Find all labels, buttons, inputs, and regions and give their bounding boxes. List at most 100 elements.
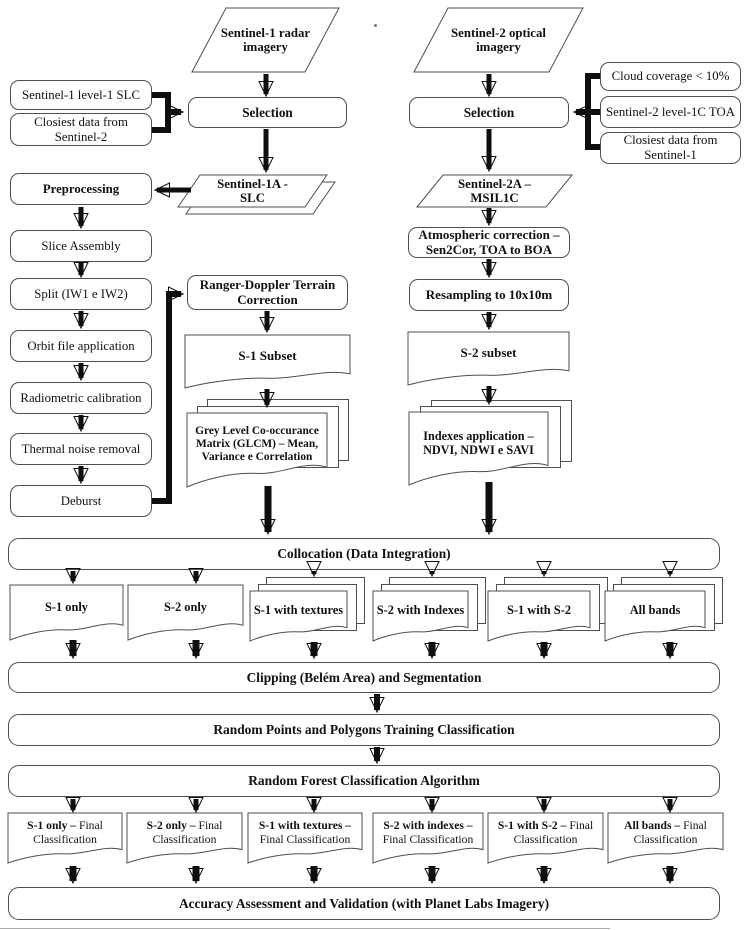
s2-source-label: Sentinel-2 optical imagery — [451, 25, 546, 54]
s2-source-parallelogram: Sentinel-2 optical imagery — [413, 7, 584, 73]
document-outline — [185, 335, 350, 388]
document-shape — [408, 332, 569, 385]
final-label: All bands – Final Classification — [624, 819, 707, 846]
glcm-document: Grey Level Co-occurance Matrix (GLCM) – … — [187, 413, 327, 487]
document-outline — [488, 813, 603, 863]
selection-label: Selection — [463, 104, 515, 120]
document-outline — [127, 813, 242, 863]
criterion-label: Cloud coverage < 10% — [611, 69, 730, 84]
box-label: Ranger-Doppler Terrain Correction — [199, 276, 336, 307]
combo-label: S-1 with S-2 — [506, 603, 572, 618]
document-outline — [250, 591, 347, 641]
s1-source-parallelogram: Sentinel-1 radar imagery — [191, 7, 340, 73]
s2-product-label: Sentinel-2A – MSIL1C — [458, 176, 531, 205]
step-deburst: Deburst — [10, 485, 152, 517]
resampling-box: Resampling to 10x10m — [409, 279, 569, 311]
document-outline — [409, 412, 548, 485]
stacked-parallelogram-shape — [177, 174, 336, 215]
s1-subset-document: S-1 Subset — [185, 335, 350, 388]
step-label: Orbit file application — [27, 338, 135, 353]
final-document-s2-only: S-2 only – Final Classification — [127, 813, 242, 863]
final-document-s1-only: S-1 only – Final Classification — [8, 813, 122, 863]
document-outline — [128, 585, 243, 640]
combo-document-all-bands: All bands — [605, 591, 705, 641]
parallelogram-outline — [177, 174, 328, 208]
parallelogram-shape — [191, 7, 340, 73]
final-document-s1-textures: S-1 with textures – Final Classification — [248, 813, 362, 863]
final-label: S-2 with indexes – Final Classification — [382, 819, 474, 846]
random-forest-box: Random Forest Classification Algorithm — [8, 765, 720, 797]
combo-document-s2-indexes: S-2 with Indexes — [373, 591, 468, 641]
selection-label: Selection — [242, 104, 293, 120]
document-outline — [8, 813, 122, 863]
clipping-segmentation-box: Clipping (Belém Area) and Segmentation — [8, 662, 720, 693]
document-outline — [608, 813, 723, 863]
document-outline — [10, 585, 123, 640]
s2-selection-box: Selection — [409, 97, 569, 128]
criterion-label: Sentinel-1 level-1 SLC — [22, 87, 140, 102]
criterion-label: Closiest data from Sentinel-1 — [623, 133, 718, 162]
step-thermal-noise: Thermal noise removal — [10, 433, 152, 465]
terrain-correction-box: Ranger-Doppler Terrain Correction — [187, 275, 348, 310]
s2-subset-label: S-2 subset — [460, 345, 517, 361]
combo-label: S-2 only — [163, 599, 208, 614]
final-document-s1-s2: S-1 with S-2 – Final Classification — [488, 813, 603, 863]
s2-product-parallelogram: Sentinel-2A – MSIL1C — [415, 174, 574, 208]
parallelogram-shape — [413, 7, 584, 73]
box-label: Random Points and Polygons Training Clas… — [213, 722, 515, 738]
document-shape — [409, 412, 548, 485]
final-label: S-1 only – Final Classification — [27, 819, 103, 846]
final-label: S-2 only – Final Classification — [146, 819, 223, 846]
step-split: Split (IW1 e IW2) — [10, 278, 152, 310]
step-radiometric-calibration: Radiometric calibration — [10, 382, 152, 414]
step-label: Preprocessing — [42, 181, 120, 196]
final-label: S-1 with S-2 – Final Classification — [497, 819, 594, 846]
bottom-crop-line — [0, 928, 610, 929]
parallelogram-outline — [191, 7, 340, 73]
glcm-label: Grey Level Co-occurance Matrix (GLCM) – … — [195, 424, 319, 464]
combo-label: S-1 only — [44, 599, 89, 614]
preprocessing-box: Preprocessing — [10, 173, 152, 205]
combo-document-s1-only: S-1 only — [10, 585, 123, 640]
step-label: Split (IW1 e IW2) — [34, 286, 128, 301]
criterion-label: Closiest data from Sentinel-2 — [34, 114, 128, 144]
document-shape — [187, 413, 327, 487]
step-label: Slice Assembly — [41, 238, 121, 253]
training-classification-box: Random Points and Polygons Training Clas… — [8, 714, 720, 746]
step-orbit-file: Orbit file application — [10, 330, 152, 362]
s2-subset-document: S-2 subset — [408, 332, 569, 385]
document-outline — [248, 813, 362, 863]
box-label: Clipping (Belém Area) and Segmentation — [246, 669, 482, 685]
step-slice-assembly: Slice Assembly — [10, 230, 152, 262]
s1-criterion-closest-data: Closiest data from Sentinel-2 — [10, 113, 152, 146]
step-label: Deburst — [60, 493, 102, 508]
s2-criterion-cloud: Cloud coverage < 10% — [600, 62, 741, 91]
stray-dot — [374, 24, 377, 27]
parallelogram-outline — [415, 174, 574, 208]
parallelogram-shape — [415, 174, 574, 208]
s1-source-label: Sentinel-1 radar imagery — [220, 25, 311, 54]
combo-document-s1-textures: S-1 with textures — [250, 591, 347, 641]
parallelogram-outline — [413, 7, 584, 73]
collocation-box: Collocation (Data Integration) — [8, 538, 720, 570]
document-outline — [373, 813, 483, 863]
box-label: Accuracy Assessment and Validation (with… — [178, 895, 550, 911]
bracket-s1-criteria — [152, 92, 171, 133]
s1-subset-label: S-1 Subset — [238, 348, 297, 364]
s1-product-label: Sentinel-1A - SLC — [217, 176, 288, 205]
document-outline — [605, 591, 705, 641]
final-document-s2-indexes: S-2 with indexes – Final Classification — [373, 813, 483, 863]
criterion-label: Sentinel-2 level-1C TOA — [606, 104, 735, 119]
final-label: S-1 with textures – Final Classification — [258, 819, 352, 846]
document-outline — [373, 591, 468, 641]
combo-label: S-1 with textures — [253, 603, 344, 618]
accuracy-assessment-box: Accuracy Assessment and Validation (with… — [8, 887, 720, 920]
s1-selection-box: Selection — [188, 97, 347, 128]
arrow-deburst-terrain — [152, 294, 181, 504]
indexes-label: Indexes application – NDVI, NDWI e SAVI — [423, 428, 534, 457]
combo-document-s1-s2: S-1 with S-2 — [488, 591, 590, 641]
box-label: Resampling to 10x10m — [425, 286, 553, 302]
bracket-s2-criteria — [585, 73, 600, 150]
document-outline — [187, 413, 327, 487]
